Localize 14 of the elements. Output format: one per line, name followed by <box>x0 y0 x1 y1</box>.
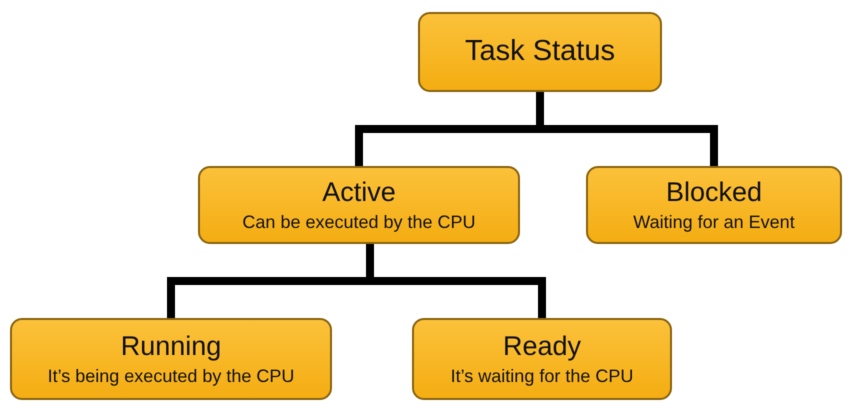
status-box <box>198 166 520 244</box>
status-box <box>412 318 672 400</box>
status-title: Task Status <box>465 35 615 69</box>
status-title: Active <box>322 176 396 208</box>
status-box <box>418 12 662 92</box>
status-title: Ready <box>502 330 582 362</box>
status-title: Running <box>120 330 222 362</box>
status-box <box>586 166 842 244</box>
status-description: Can be executed by the CPU <box>242 212 476 234</box>
status-description: It’s waiting for the CPU <box>450 366 634 388</box>
status-title: Blocked <box>666 176 762 208</box>
status-description: It’s being executed by the CPU <box>48 366 294 388</box>
status-box <box>10 318 332 400</box>
status-description: Waiting for an Event <box>633 212 795 234</box>
